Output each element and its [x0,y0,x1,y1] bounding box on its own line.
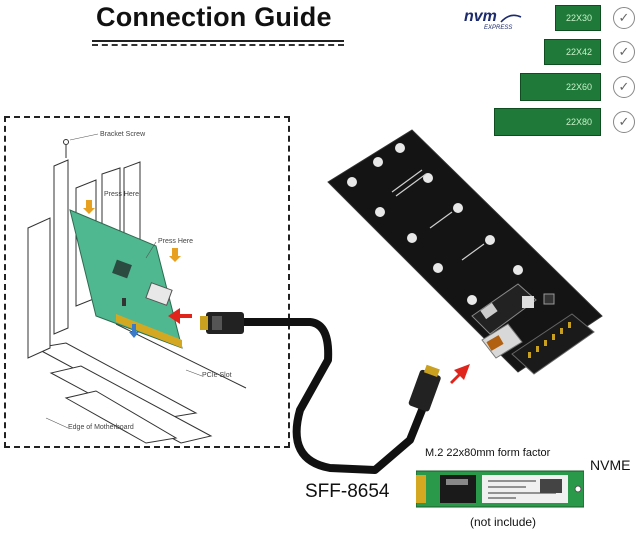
nvme-ssd [416,470,584,508]
size-label: 22X42 [565,47,592,57]
page-title: Connection Guide [96,2,332,32]
checkmark-icon: ✓ [613,111,635,133]
label-bracket-screw: Bracket Screw [100,131,146,138]
size-card-22x60: 22X60 [520,73,601,101]
motherboard-slots [34,323,247,444]
cable-label: SFF-8654 [305,481,390,502]
ssd-not-included-note: (not include) [470,515,537,529]
m2-adapter-board [327,129,603,375]
sff-8654-cable [200,312,441,474]
title-underline [92,40,344,42]
mounting-holes [347,143,523,305]
pcie-card [69,209,183,349]
nvm-logo: nvm [464,8,497,25]
installation-diagram [27,133,247,444]
red-arrow-icon [450,364,470,384]
size-label: 22X80 [565,117,592,127]
size-label: 22X60 [565,82,592,92]
red-arrow-icon [168,308,192,324]
screw-icon [63,139,69,145]
nvm-logo-sub: EXPRESS [484,25,513,31]
size-card-22x42: 22X42 [544,39,601,65]
label-press-here-2: Press Here [158,238,194,245]
installation-diagram-frame [4,116,290,448]
size-card-22x30: 22X30 [555,5,601,31]
label-press-here-1: Press Here [104,191,140,198]
cable-connector [408,369,441,412]
checkmark-icon: ✓ [613,76,635,98]
size-label: 22X30 [565,13,592,23]
press-arrow-icon [83,200,95,214]
checkmark-icon: ✓ [613,41,635,63]
nvm-swoosh-icon [500,14,522,23]
size-card-22x80: 22X80 [494,108,601,136]
checkmark-icon: ✓ [613,7,635,29]
label-edge-of-motherboard: Edge of Motherboard [68,424,134,431]
press-arrow-icon [129,324,139,338]
label-pcie-slot: PCIe Slot [202,372,232,379]
press-arrow-icon [169,248,181,262]
title-dashed-divider [92,44,344,46]
cable-connector [206,312,244,334]
ssd-type-label: NVME [590,457,631,473]
ssd-form-factor-label: M.2 22x80mm form factor [425,447,551,459]
